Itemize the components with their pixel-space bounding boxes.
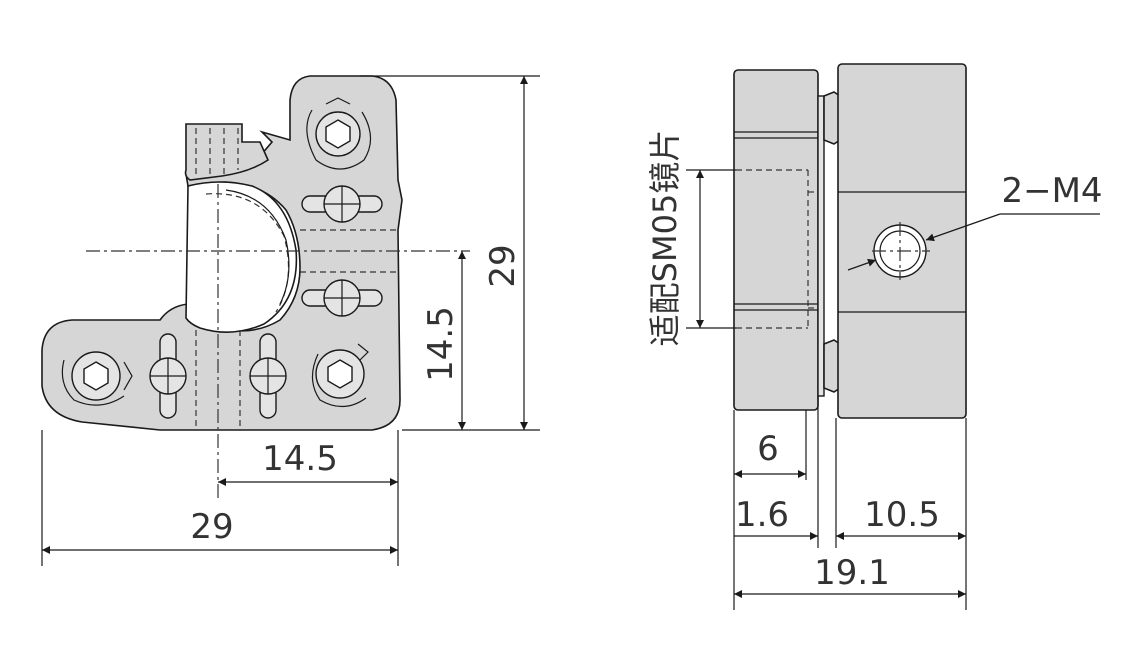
socket-screw-left	[61, 351, 133, 406]
hidden-lines-bottom	[195, 330, 241, 428]
dim-center-v-label: 14.5	[421, 306, 461, 382]
socket-screw-top	[306, 97, 372, 170]
mirror-label: 适配SM05镜片	[646, 130, 684, 347]
slot-screw-right	[249, 333, 287, 419]
front-view: 29 14.5 14.5 29	[41, 75, 540, 566]
dim-10-5-label: 10.5	[864, 495, 940, 535]
hidden-lines-right	[300, 229, 396, 273]
slot-screw-left	[149, 333, 187, 419]
side-hidden-lines	[736, 169, 818, 329]
clamp-tab	[184, 123, 270, 181]
thread-label: 2−M4	[1001, 171, 1102, 211]
side-extension-lines	[733, 396, 967, 610]
dim-1-6-label: 1.6	[735, 495, 789, 535]
side-plate	[817, 95, 825, 397]
side-block-left	[733, 69, 819, 411]
dim-height-label: 29	[483, 244, 523, 287]
dim-total-label: 19.1	[814, 553, 890, 593]
side-view: 2−M4 适配SM05镜片 6 1.6 10.5 19.1	[646, 63, 1103, 610]
tab-marks	[195, 128, 239, 176]
slot-screw-lower	[301, 279, 383, 317]
dim-width-label: 29	[190, 507, 233, 547]
socket-screw-right	[311, 343, 369, 408]
dim-6-label: 6	[757, 429, 779, 469]
front-extension-lines	[41, 75, 540, 566]
dim-center-h-label: 14.5	[262, 439, 338, 479]
m4-leader-left	[847, 258, 877, 271]
m4-hole	[872, 222, 930, 280]
bore-opening	[185, 181, 298, 333]
m4-leader-right	[925, 213, 1001, 242]
slot-screw-upper	[301, 185, 383, 223]
